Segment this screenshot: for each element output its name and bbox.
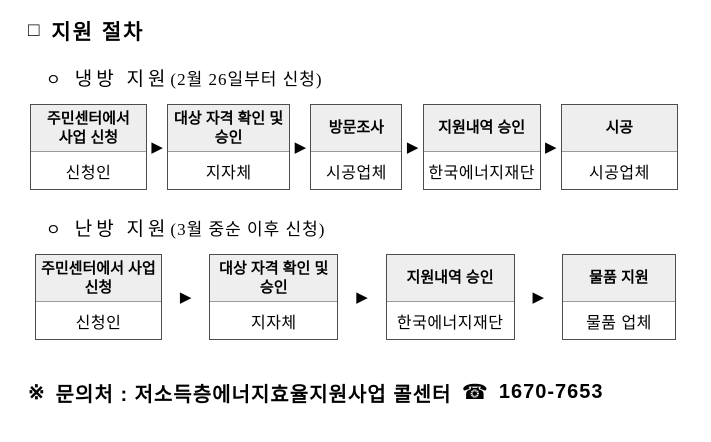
page-title-text: 지원 절차: [51, 21, 145, 44]
circle-bullet-icon: ㅇ: [46, 72, 61, 89]
section-note: (2월 26일부터 신청): [170, 70, 323, 89]
step-actor: 물품 업체: [586, 314, 652, 332]
arrow-right-icon: ▶: [179, 288, 192, 306]
arrow-right-icon: ▶: [151, 138, 163, 156]
step-title: 대상 자격 확인 및 승인: [168, 105, 290, 152]
circle-bullet-icon: ㅇ: [46, 222, 61, 239]
flow-step: 물품 지원 물품 업체: [561, 254, 676, 340]
arrow-right-icon: ▶: [406, 138, 419, 156]
page-title: □ 지원 절차: [28, 16, 145, 46]
arrow-right-icon: ▶: [294, 138, 307, 156]
arrow-right-icon: ▶: [545, 138, 557, 156]
flow-step: 지원내역 승인 한국에너지재단: [385, 254, 515, 340]
phone-number: 1670-7653: [498, 381, 604, 403]
step-title: 주민센터에서 사업 신청: [36, 255, 161, 302]
step-actor: 한국에너지재단: [428, 164, 535, 182]
flow-step: 방문조사 시공업체: [310, 104, 403, 190]
step-title: 지원내역 승인: [386, 255, 514, 302]
arrow-right-icon: ▶: [356, 288, 368, 306]
flow-step: 시공 시공업체: [560, 104, 678, 190]
step-actor: 신청인: [65, 164, 112, 182]
flow-row-cooling: 주민센터에서 사업 신청 신청인 ▶ 대상 자격 확인 및 승인 지자체 ▶ 방…: [30, 104, 678, 190]
flow-row-heating: 주민센터에서 사업 신청 신청인 ▶ 대상 자격 확인 및 승인 지자체 ▶ 지…: [35, 254, 676, 340]
section-heading-heating: ㅇ 난방 지원 (3월 중순 이후 신청): [46, 214, 325, 241]
step-actor: 지자체: [250, 314, 297, 332]
flow-step: 대상 자격 확인 및 승인 지자체: [167, 104, 291, 190]
contact-label: 문의처 : 저소득층에너지효율지원사업 콜센터: [55, 384, 452, 406]
flow-step: 대상 자격 확인 및 승인 지자체: [209, 254, 339, 340]
section-name: 난방 지원: [74, 219, 170, 240]
section-note: (3월 중순 이후 신청): [170, 220, 326, 239]
contact-footer: ※ 문의처 : 저소득층에너지효율지원사업 콜센터 ☎ 1670-7653: [28, 378, 604, 407]
step-title: 지원내역 승인: [423, 105, 540, 152]
step-actor: 한국에너지재단: [396, 314, 504, 332]
section-name: 냉방 지원: [74, 69, 170, 90]
step-title: 주민센터에서 사업 신청: [31, 105, 146, 152]
step-actor: 시공업체: [588, 164, 650, 182]
reference-mark: ※: [28, 382, 46, 404]
square-bullet-icon: □: [28, 20, 40, 41]
step-title: 대상 자격 확인 및 승인: [210, 255, 338, 302]
flow-step: 주민센터에서 사업 신청 신청인: [35, 254, 162, 340]
step-title: 시공: [561, 105, 677, 152]
step-actor: 신청인: [75, 314, 122, 332]
telephone-icon: ☎: [461, 381, 489, 404]
section-heading-cooling: ㅇ 냉방 지원 (2월 26일부터 신청): [46, 64, 323, 91]
step-title: 방문조사: [311, 105, 402, 152]
step-actor: 지자체: [205, 164, 252, 182]
arrow-right-icon: ▶: [532, 288, 545, 306]
step-title: 물품 지원: [562, 255, 675, 302]
step-actor: 시공업체: [326, 164, 387, 182]
flow-step: 주민센터에서 사업 신청 신청인: [30, 104, 147, 190]
flow-step: 지원내역 승인 한국에너지재단: [422, 104, 541, 190]
